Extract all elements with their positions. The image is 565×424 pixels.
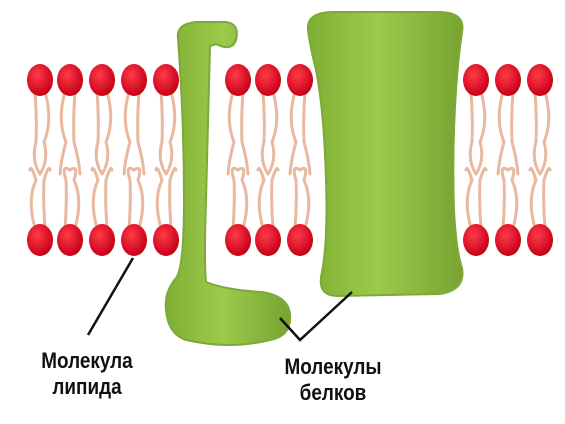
lipid-tail xyxy=(268,92,277,174)
phospholipid xyxy=(495,64,521,256)
lipid-tail xyxy=(44,168,50,228)
lipid-tail xyxy=(166,92,175,174)
lipid-tail xyxy=(466,168,472,228)
phospholipid xyxy=(287,64,313,256)
lipid-tail xyxy=(238,168,247,228)
protein-molecules-label: Молекулы белков xyxy=(260,354,406,406)
lipid-head xyxy=(27,224,53,256)
lipid-pointer-line xyxy=(88,258,133,335)
lipid-tail xyxy=(92,168,98,228)
lipid-tail xyxy=(106,168,112,228)
lipid-head xyxy=(527,64,553,96)
protein-label-line-2: белков xyxy=(260,380,406,406)
lipid-tail xyxy=(96,92,102,174)
lipid-head xyxy=(27,64,53,96)
lipid-tail xyxy=(228,92,234,174)
lipid-tail xyxy=(160,92,166,174)
lipid-head xyxy=(57,224,83,256)
lipid-head xyxy=(255,64,281,96)
lipid-tail xyxy=(124,92,130,174)
lipid-tail xyxy=(262,92,268,174)
lipid-tail xyxy=(544,168,550,228)
lipid-head xyxy=(495,224,521,256)
lipid-tail xyxy=(300,168,309,228)
protein-label-line-1: Молекулы xyxy=(260,354,406,380)
lipid-tail xyxy=(272,168,278,228)
lipid-tail xyxy=(258,168,264,228)
lipid-tail xyxy=(70,168,79,228)
lipid-tail xyxy=(498,92,504,174)
lipid-head xyxy=(89,64,115,96)
lipid-head xyxy=(463,64,489,96)
lipid-tail xyxy=(232,168,238,228)
lipid-tail xyxy=(470,92,476,174)
large-protein xyxy=(308,12,463,296)
lipid-head xyxy=(121,224,147,256)
lipid-head xyxy=(495,64,521,96)
lipid-tail xyxy=(74,92,80,174)
lipid-head xyxy=(255,224,281,256)
phospholipid xyxy=(27,64,53,256)
lipid-head xyxy=(287,224,313,256)
lipid-tail xyxy=(156,168,162,228)
lipid-head xyxy=(527,224,553,256)
lipid-tail xyxy=(294,168,300,228)
lipid-head xyxy=(463,224,489,256)
phospholipid xyxy=(255,64,281,256)
lipid-tail xyxy=(476,92,485,174)
lipid-tail xyxy=(512,92,518,174)
phospholipid xyxy=(527,64,553,256)
lipid-tail xyxy=(304,92,310,174)
phospholipid xyxy=(89,64,115,256)
lipid-label-line-1: Молекула xyxy=(14,348,160,374)
lipid-tail xyxy=(138,92,144,174)
lipid-molecule-label: Молекула липида xyxy=(14,348,160,400)
lipid-tail xyxy=(30,168,36,228)
lipid-head xyxy=(153,224,179,256)
lipid-tail xyxy=(242,92,248,174)
phospholipid xyxy=(463,64,489,256)
lipid-tail xyxy=(40,92,49,174)
lipid-tail xyxy=(134,168,143,228)
lipid-tail xyxy=(64,168,70,228)
lipid-head xyxy=(287,64,313,96)
lipid-head xyxy=(57,64,83,96)
lipid-label-line-2: липида xyxy=(14,374,160,400)
lipid-tail xyxy=(170,168,176,228)
lipid-tail xyxy=(290,92,296,174)
lipid-tail xyxy=(508,168,517,228)
lipid-tail xyxy=(102,92,111,174)
phospholipid xyxy=(153,64,179,256)
lipid-head xyxy=(121,64,147,96)
phospholipid xyxy=(121,64,147,256)
lipid-bilayer xyxy=(27,64,553,256)
lipid-tail xyxy=(480,168,486,228)
lipid-tail xyxy=(128,168,134,228)
lipid-tail xyxy=(60,92,66,174)
lipid-head xyxy=(153,64,179,96)
lipid-head xyxy=(225,224,251,256)
lipid-tail xyxy=(34,92,40,174)
phospholipid xyxy=(225,64,251,256)
lipid-tail xyxy=(534,92,540,174)
lipid-head xyxy=(225,64,251,96)
lipid-tail xyxy=(540,92,549,174)
lipid-head xyxy=(89,224,115,256)
lipid-tail xyxy=(502,168,508,228)
phospholipid xyxy=(57,64,83,256)
lipid-tail xyxy=(530,168,536,228)
